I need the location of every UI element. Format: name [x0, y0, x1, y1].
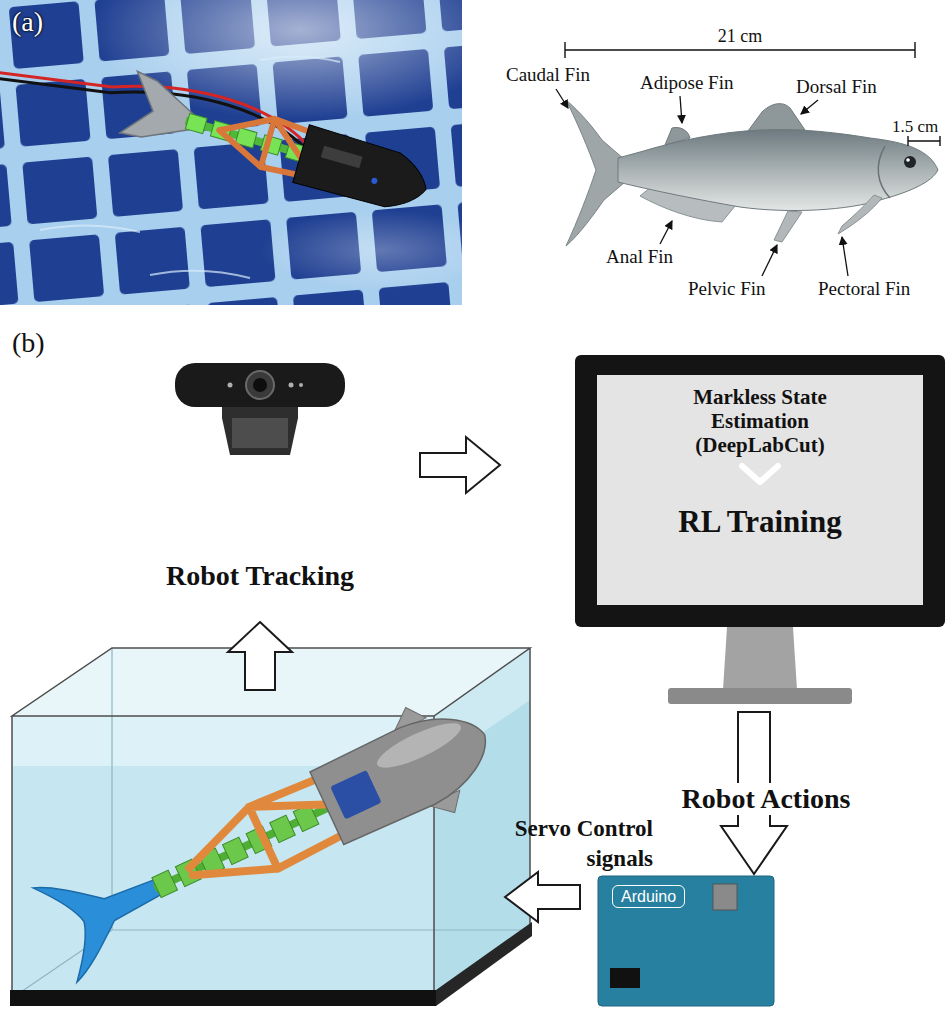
- tank-base: [436, 922, 532, 1006]
- monitor-icon: [575, 355, 945, 704]
- water-glare: [90, 0, 462, 120]
- process-heading: RL Training: [575, 503, 945, 540]
- webcam-dot: [228, 383, 233, 388]
- webcam-dot: [299, 383, 303, 387]
- fin-label: Anal Fin: [606, 246, 673, 268]
- wire: [0, 37, 318, 170]
- leader-arrow: [660, 221, 672, 244]
- head-highlight: [372, 715, 466, 776]
- servo: [330, 770, 381, 820]
- circuit-board: [598, 876, 774, 1006]
- led: [371, 177, 378, 184]
- water-tank: [10, 648, 532, 1006]
- monitor-screen-area: [597, 375, 923, 605]
- process-text: Markless State Estimation (DeepLabCut): [660, 385, 860, 457]
- dimension-label: 21 cm: [718, 26, 763, 47]
- tank-base: [10, 990, 436, 1006]
- leader-arrow: [762, 245, 777, 276]
- webcam-icon: [175, 363, 345, 455]
- flow-arrow: [420, 437, 500, 493]
- leader-arrow: [842, 237, 848, 276]
- robot-head: [293, 125, 435, 219]
- leader-arrow: [556, 89, 568, 108]
- webcam-dot: [289, 383, 294, 388]
- vertebra: [185, 113, 207, 133]
- chevron: [742, 466, 778, 482]
- arduino-board: Arduino: [598, 876, 774, 1006]
- vertebra: [152, 870, 178, 898]
- board-label: Arduino: [612, 885, 685, 908]
- arduino-icon: [598, 876, 774, 1006]
- webcam-lens: [246, 371, 274, 399]
- tail-fin: [33, 839, 181, 982]
- fin-label: Pectoral Fin: [818, 278, 910, 300]
- leader-arrows: [556, 89, 848, 276]
- edge-label: Robot Actions: [678, 783, 855, 815]
- power-jack: [610, 968, 640, 988]
- fin-label: Dorsal Fin: [796, 76, 877, 98]
- gill-line: [878, 146, 890, 198]
- step-label: Servo Control signals: [488, 814, 653, 874]
- robot-head: [309, 697, 502, 847]
- eye-highlight: [906, 158, 910, 162]
- webcam-stand: [222, 405, 298, 455]
- tail-fin: [120, 71, 205, 152]
- electronics: [321, 146, 363, 169]
- dimension-label: 1.5 cm: [892, 117, 938, 137]
- height-dimension: [908, 136, 940, 146]
- monitor-neck: [723, 627, 797, 690]
- wire: [0, 32, 320, 164]
- flow-arrow: [505, 872, 580, 922]
- tank-edge: [12, 648, 530, 998]
- monitor-base: [668, 688, 852, 704]
- tank-back-edge: [12, 648, 530, 998]
- pectoral-fin: [838, 195, 882, 234]
- leader-arrow: [801, 100, 818, 114]
- fish-photo: [566, 100, 938, 246]
- panel-letter: (a): [12, 6, 43, 38]
- robot-fish-photo: [0, 30, 435, 218]
- flow-arrow: [228, 622, 292, 690]
- fin-label: Pelvic Fin: [688, 278, 766, 300]
- robot-fish-model: [30, 682, 509, 987]
- panel-letter: (b): [12, 327, 45, 359]
- leader-arrow: [680, 96, 682, 123]
- webcam-body: [175, 363, 345, 407]
- caudal-fin: [566, 100, 625, 246]
- webcam-lens-core: [253, 378, 267, 392]
- fish-body: [618, 130, 938, 211]
- usb-port: [713, 884, 737, 910]
- fish-eye: [904, 156, 916, 168]
- fin-label: Caudal Fin: [506, 64, 590, 86]
- fin-label: Adipose Fin: [640, 72, 733, 94]
- monitor-bezel: [575, 355, 945, 627]
- monitor-screen: Markless State Estimation (DeepLabCut) RL…: [575, 355, 945, 706]
- step-label: Robot Tracking: [166, 560, 354, 592]
- vertebra: [270, 815, 296, 843]
- pelvic-fin: [774, 211, 802, 242]
- webcam-stand-face: [232, 418, 288, 448]
- dorsal-fin: [748, 104, 805, 131]
- water-glare: [260, 210, 462, 290]
- dimension-lines: [565, 42, 940, 146]
- vertebra: [223, 837, 249, 865]
- pool-photo: [0, 0, 462, 305]
